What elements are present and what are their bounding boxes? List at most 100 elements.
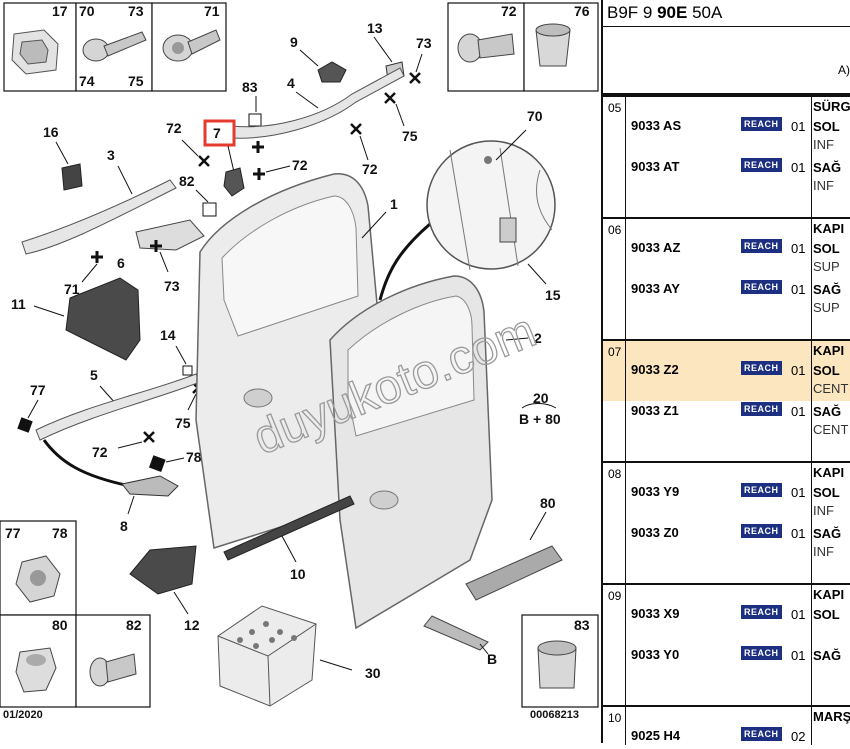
hardware-box-72[interactable]: 72 [447,2,525,92]
callout-15: 15 [545,287,561,303]
callout-8: 8 [120,518,128,534]
reach-badge: REACH [741,727,782,741]
part-30-kit[interactable] [217,605,317,707]
callout-3: 3 [107,147,115,163]
reach-badge: REACH [741,239,782,253]
part-reference: 9033 Z2 [631,362,679,377]
callout-78: 78 [186,449,202,465]
callout-20: 20 [533,390,549,406]
callout-b: B [487,651,497,667]
callout-75-mid: 75 [175,415,191,431]
part-9[interactable] [317,61,347,83]
group-title: SÜRG [813,99,850,114]
group-number: 05 [608,101,622,115]
callout-13: 13 [367,20,383,36]
table-row[interactable]: 9033 AZ REACH 01 KAPI SOL SUP [603,219,850,274]
reach-badge: REACH [741,483,782,497]
callout-71-left: 71 [64,281,80,297]
callout-83-box: 83 [574,617,590,633]
part-reference: 9033 AZ [631,240,681,255]
callout-82: 82 [179,173,195,189]
part-3-rail[interactable] [21,179,177,255]
callout-5: 5 [90,367,98,383]
callout-73-mid: 73 [164,278,180,294]
quantity: 01 [791,607,806,622]
group-title: MARŞ [813,709,850,724]
fastener-mark [408,71,422,85]
table-header: B9F 9 90E 50A [603,0,850,27]
reach-badge: REACH [741,280,782,294]
hardware-box-80[interactable]: 80 [0,614,77,708]
callout-71: 71 [204,3,220,19]
side-label: SAĞ [813,648,842,663]
group-title: KAPI [813,221,845,236]
group-number: 06 [608,223,622,237]
hardware-box-70-75[interactable]: 70 73 74 75 [75,2,153,92]
callout-72-d: 72 [292,157,308,173]
side-label: SAĞ [813,404,842,419]
callout-77-box: 77 [5,525,21,541]
position-label: CENT [813,422,849,437]
reach-badge: REACH [741,605,782,619]
part-reference: 9025 H4 [631,728,681,743]
part-6[interactable] [135,219,205,251]
hardware-box-82[interactable]: 82 [75,614,151,708]
side-label: SAĞ [813,526,842,541]
reach-badge: REACH [741,117,782,131]
part-reference: 9033 Y9 [631,484,680,499]
footer-date: 01/2020 [3,709,43,721]
part-8[interactable] [121,475,179,497]
table-subheader: A) [603,27,850,95]
hardware-box-77-78[interactable]: 77 78 [0,520,77,616]
part-80-strip[interactable] [465,545,563,601]
part-11[interactable] [65,277,141,361]
part-7[interactable] [223,167,245,197]
highlighted-row [603,341,850,401]
detail-circle-15[interactable]: 70 15 [426,108,561,303]
highlight-box-7[interactable] [203,119,236,147]
position-label: INF [813,503,834,518]
group-number: 07 [608,345,622,359]
position-label: SUP [813,259,840,274]
hardware-box-17[interactable]: 17 [3,2,77,92]
table-row[interactable]: 9025 H4 REACH 02 MARŞ [603,707,850,749]
side-label: SOL [813,241,840,256]
quantity: 01 [791,526,806,541]
side-label: SOL [813,607,840,622]
callout-70-detail: 70 [527,108,543,124]
callout-74: 74 [79,73,95,89]
side-label: SAĞ [813,160,842,175]
part-16[interactable] [61,163,83,191]
part-12[interactable] [129,545,197,595]
callout-75: 75 [128,73,144,89]
part-b-strip[interactable] [423,615,489,651]
hardware-box-76[interactable]: 76 [523,2,599,92]
hardware-box-83[interactable]: 83 [521,614,599,708]
part-10[interactable] [223,495,355,561]
hardware-box-71[interactable]: 71 [151,2,227,92]
quantity: 01 [791,241,806,256]
side-label: SAĞ [813,282,842,297]
side-label: SOL [813,119,840,134]
callout-17: 17 [52,3,68,19]
reach-badge: REACH [741,524,782,538]
part-4-rail[interactable] [231,67,405,139]
quantity: 02 [791,729,806,744]
callout-30: 30 [365,665,381,681]
side-label: SOL [813,363,840,378]
